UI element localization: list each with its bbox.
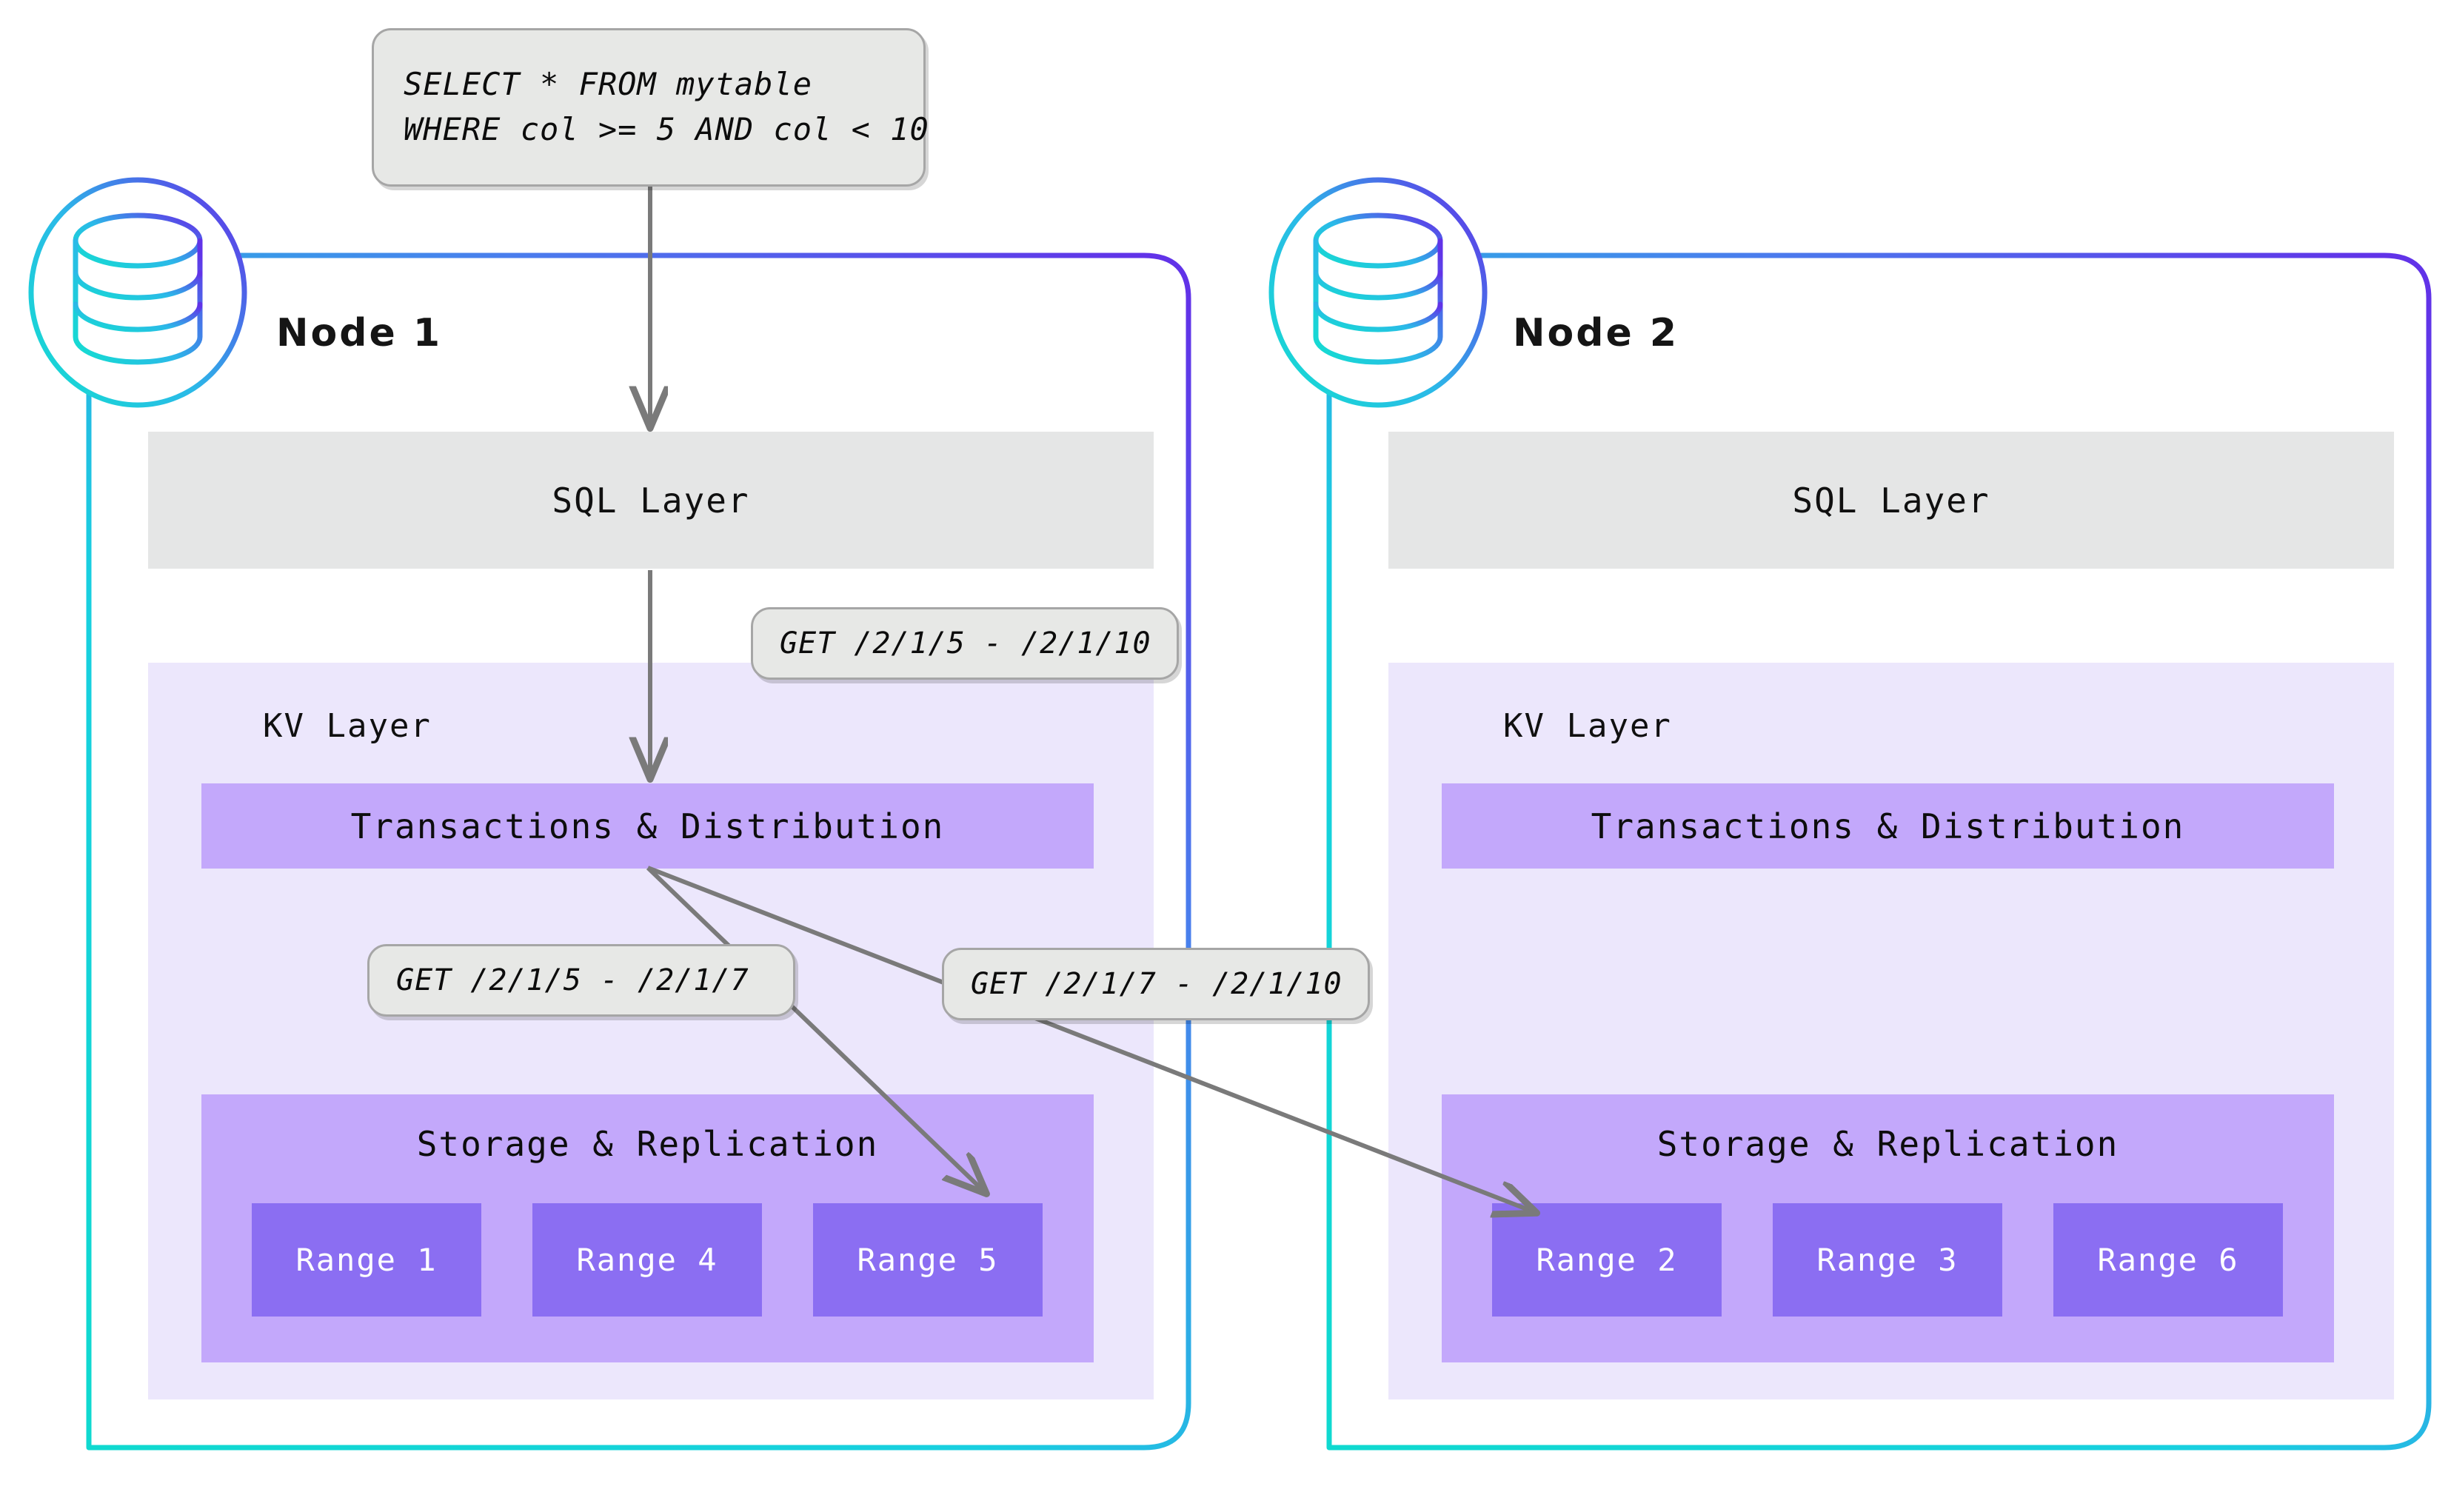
node-1-kv-layer-label: KV Layer <box>263 707 432 745</box>
arrow-transactions-to-range-5 <box>646 866 986 1194</box>
node-2-range-2-label: Range 6 <box>2097 1242 2239 1278</box>
arrow-transactions-to-range-2 <box>646 866 1537 1213</box>
node-2-sql-layer: SQL Layer <box>1388 432 2394 569</box>
node-1-sql-layer-label: SQL Layer <box>552 480 750 521</box>
node-2-range-1-label: Range 3 <box>1816 1242 1959 1278</box>
node-1-range-0[interactable]: Range 1 <box>252 1203 481 1317</box>
kv-request-callout: GET /2/1/5 - /2/1/10 <box>751 607 1179 680</box>
node-1-range-0-label: Range 1 <box>295 1242 438 1278</box>
node-1-sql-layer: SQL Layer <box>148 432 1154 569</box>
range5-request-text: GET /2/1/5 - /2/1/7 <box>396 963 749 997</box>
range2-request-text: GET /2/1/7 - /2/1/10 <box>971 967 1342 1001</box>
node-2-kv-layer-label: KV Layer <box>1503 707 1672 745</box>
sql-query-line-1: SELECT * FROM mytable <box>404 66 813 103</box>
node-1-range-2[interactable]: Range 5 <box>813 1203 1043 1317</box>
node-2-storage-label: Storage & Replication <box>1656 1124 2119 1164</box>
node-1-storage-bar: Storage & Replication Range 1 Range 4 Ra… <box>201 1094 1094 1362</box>
node-1-transactions-bar: Transactions & Distribution <box>201 783 1094 869</box>
node-2-database-icon <box>1268 177 1488 408</box>
node-2-range-1[interactable]: Range 3 <box>1773 1203 2002 1317</box>
kv-request-text: GET /2/1/5 - /2/1/10 <box>780 626 1151 660</box>
node-2-range-0[interactable]: Range 2 <box>1492 1203 1722 1317</box>
node-1-title: Node 1 <box>276 311 443 355</box>
node-2-range-2[interactable]: Range 6 <box>2053 1203 2283 1317</box>
node-1-range-1-label: Range 4 <box>576 1242 718 1278</box>
node-2-transactions-bar: Transactions & Distribution <box>1442 783 2334 869</box>
node-2-title: Node 2 <box>1513 311 1679 355</box>
node-1-storage-label: Storage & Replication <box>416 1124 879 1164</box>
sql-query-callout: SELECT * FROM mytable WHERE col >= 5 AND… <box>372 28 929 187</box>
node-1-transactions-label: Transactions & Distribution <box>350 806 945 846</box>
node-2-storage-bar: Storage & Replication Range 2 Range 3 Ra… <box>1442 1094 2334 1362</box>
node-1-range-1[interactable]: Range 4 <box>532 1203 762 1317</box>
sql-query-line-2: WHERE col >= 5 AND col < 10 <box>404 111 929 147</box>
node-2-range-0-label: Range 2 <box>1536 1242 1678 1278</box>
node-1-database-icon <box>28 177 247 408</box>
node-1-range-2-label: Range 5 <box>857 1242 999 1278</box>
node-2-sql-layer-label: SQL Layer <box>1792 480 1990 521</box>
node-2-transactions-label: Transactions & Distribution <box>1591 806 2185 846</box>
range5-request-callout: GET /2/1/5 - /2/1/7 <box>367 944 795 1017</box>
range2-request-callout: GET /2/1/7 - /2/1/10 <box>942 948 1370 1020</box>
